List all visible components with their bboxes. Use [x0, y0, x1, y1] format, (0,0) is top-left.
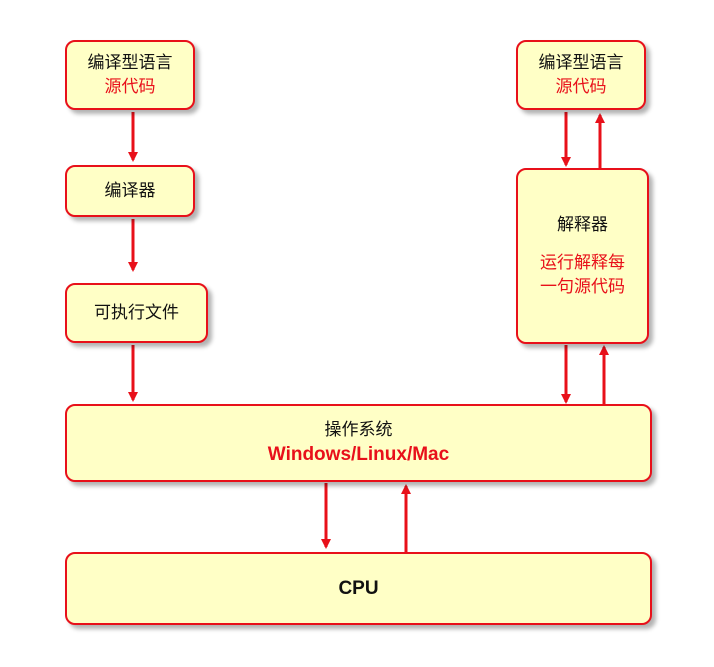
- compiler-label: 编译器: [104, 181, 156, 201]
- interpreted-source-subtitle: 源代码: [555, 77, 607, 97]
- cpu-label: CPU: [338, 577, 379, 599]
- compiler-box: 编译器: [65, 165, 195, 217]
- executable-label: 可执行文件: [94, 303, 179, 323]
- interpreter-note-line1: 运行解释每: [540, 253, 625, 273]
- interpreted-source-box: 编译型语言 源代码: [516, 40, 646, 110]
- compiled-source-box: 编译型语言 源代码: [65, 40, 195, 110]
- compiled-source-title: 编译型语言: [87, 53, 173, 73]
- cpu-box: CPU: [65, 552, 652, 625]
- interpreter-note-line2: 一句源代码: [540, 277, 625, 297]
- interpreter-box: 解释器 运行解释每 一句源代码: [516, 168, 649, 344]
- os-subtitle: Windows/Linux/Mac: [267, 444, 450, 465]
- compiled-source-subtitle: 源代码: [104, 77, 156, 97]
- os-box: 操作系统 Windows/Linux/Mac: [65, 404, 652, 482]
- os-title: 操作系统: [324, 420, 393, 440]
- interpreter-title: 解释器: [557, 215, 608, 235]
- executable-box: 可执行文件: [65, 283, 208, 343]
- interpreted-source-title: 编译型语言: [538, 53, 624, 73]
